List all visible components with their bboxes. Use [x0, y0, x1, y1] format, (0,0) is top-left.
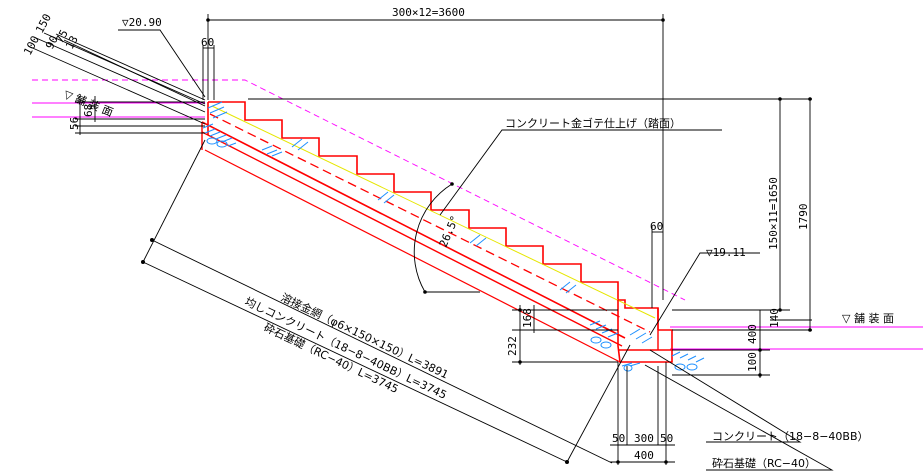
dim-140: 140	[768, 308, 781, 328]
dim-100: 100	[21, 34, 42, 58]
bottom-footing	[617, 300, 673, 363]
finish-label: コンクリート金ゴテ仕上げ（踏面）	[505, 116, 681, 130]
annotations: 300×12=3600 ▽20.90 60 100 150 90 75 13 ▽…	[21, 6, 894, 470]
dim-13: 13	[63, 34, 81, 52]
stone-underside	[204, 149, 621, 363]
dim-400: 400	[746, 324, 759, 344]
stone-hatch	[206, 137, 698, 372]
dim-1650: 150×11=1650	[767, 177, 780, 250]
dim-horizontal-total: 300×12=3600	[392, 6, 465, 19]
mesh-line	[209, 113, 651, 333]
pavement-top-dashed	[32, 79, 686, 301]
dim-400-bottom: 400	[634, 449, 654, 462]
stair-body	[201, 101, 705, 372]
crushed-base-label: 砕石基礎（RC−40）	[712, 456, 816, 470]
dim-100-right: 100	[746, 352, 759, 372]
dimension-lines	[27, 14, 834, 471]
dim-68: 68	[82, 104, 95, 117]
dim-150: 150	[33, 12, 54, 36]
dim-bottom-60: 60	[650, 220, 663, 233]
level-top: ▽20.90	[122, 16, 162, 29]
dim-300: 300	[634, 432, 654, 445]
tread-profile	[208, 101, 659, 330]
angle-label: 26.5°	[437, 214, 462, 250]
leveling-label: 均しコンクリート（18−8−40BB）L=3745	[243, 295, 449, 402]
dim-50-left: 50	[612, 432, 625, 445]
dim-50-right: 50	[660, 432, 673, 445]
dim-top-60: 60	[201, 36, 214, 49]
concrete-label: コンクリート（18−8−40BB）	[712, 430, 869, 443]
dim-90: 90	[43, 34, 61, 52]
pavement-right-label: ▽ 舗 装 面	[842, 311, 894, 325]
dim-1790: 1790	[797, 204, 810, 231]
slab-underside	[201, 121, 626, 339]
dim-232: 232	[506, 336, 519, 356]
dim-168: 168	[521, 308, 534, 328]
dim-56: 56	[68, 117, 81, 130]
dim-75: 75	[53, 28, 71, 46]
level-bottom: ▽19.11	[706, 246, 746, 259]
hatch-marks	[202, 101, 705, 367]
pavement-lines	[32, 79, 923, 350]
finish-line	[211, 105, 656, 319]
